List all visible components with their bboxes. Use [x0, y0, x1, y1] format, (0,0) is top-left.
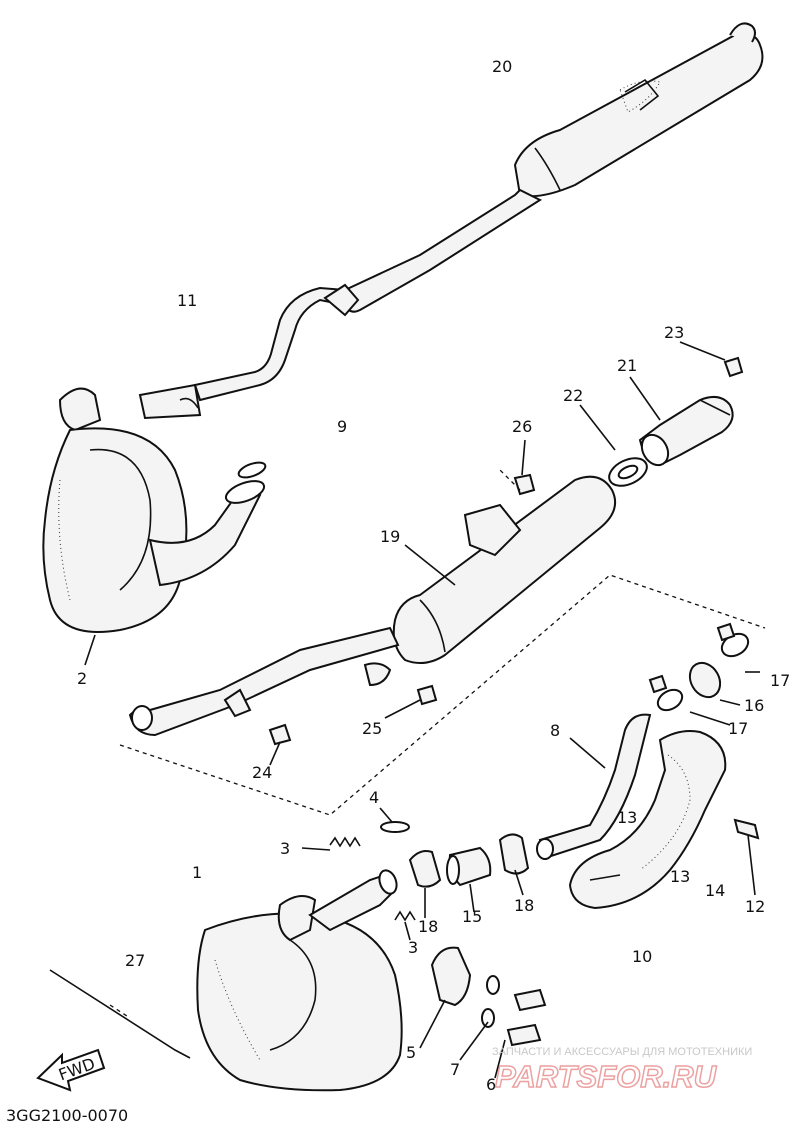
silencer-19 — [128, 475, 616, 737]
callout-21: 21 — [617, 356, 637, 375]
gasket-22 — [608, 457, 648, 487]
callout-3-lower: 3 — [408, 938, 418, 957]
wire-27 — [49, 969, 191, 1059]
guard-14 — [568, 730, 727, 910]
callout-11: 11 — [177, 291, 197, 310]
assembly-guide — [119, 574, 766, 816]
callout-26: 26 — [512, 417, 532, 436]
callout-20: 20 — [492, 57, 512, 76]
diagram-code: 3GG2100-0070 — [6, 1106, 128, 1125]
callout-17-upper: 17 — [770, 671, 790, 690]
leader-lines — [84, 341, 760, 1079]
oring-4 — [380, 821, 410, 833]
callout-17-lower: 17 — [728, 719, 748, 738]
chamber-2 — [42, 387, 267, 633]
callout-16: 16 — [744, 696, 764, 715]
callout-13-lower: 13 — [670, 867, 690, 886]
callout-15: 15 — [462, 907, 482, 926]
callout-22: 22 — [563, 386, 583, 405]
callout-24: 24 — [252, 763, 272, 782]
fwd-arrow-icon: FWD — [36, 1048, 106, 1092]
tailpipe-21 — [638, 395, 734, 467]
callout-6: 6 — [486, 1075, 496, 1094]
callout-5: 5 — [406, 1043, 416, 1062]
silencer-20 — [513, 22, 764, 198]
clamps-17-16 — [648, 622, 750, 712]
bolts-6-7 — [481, 975, 547, 1047]
callout-18-right: 18 — [514, 896, 534, 915]
clip-5 — [430, 946, 472, 1007]
callout-9: 9 — [337, 417, 347, 436]
callout-8: 8 — [550, 721, 560, 740]
watermark-tagline: ЗАПЧАСТИ И АКСЕССУАРЫ ДЛЯ МОТОТЕХНИКИ — [492, 1046, 752, 1058]
joint-15-18 — [408, 833, 530, 888]
callout-19: 19 — [380, 527, 400, 546]
pipe-11 — [138, 188, 543, 420]
callout-18-left: 18 — [418, 917, 438, 936]
callout-27: 27 — [125, 951, 145, 970]
callout-3-upper: 3 — [280, 839, 290, 858]
callout-4: 4 — [369, 788, 379, 807]
callout-14: 14 — [705, 881, 725, 900]
bolt-12 — [733, 818, 760, 840]
callout-12: 12 — [745, 897, 765, 916]
pipe-8 — [536, 713, 652, 860]
watermark-brand: PARTSFOR.RU — [495, 1059, 718, 1094]
springs-3 — [329, 836, 416, 922]
callout-23: 23 — [664, 323, 684, 342]
callout-7: 7 — [450, 1060, 460, 1079]
callout-13-upper: 13 — [617, 808, 637, 827]
callout-1: 1 — [192, 863, 202, 882]
callout-25: 25 — [362, 719, 382, 738]
chamber-1 — [196, 869, 403, 1092]
callout-2: 2 — [77, 669, 87, 688]
callout-10: 10 — [632, 947, 652, 966]
